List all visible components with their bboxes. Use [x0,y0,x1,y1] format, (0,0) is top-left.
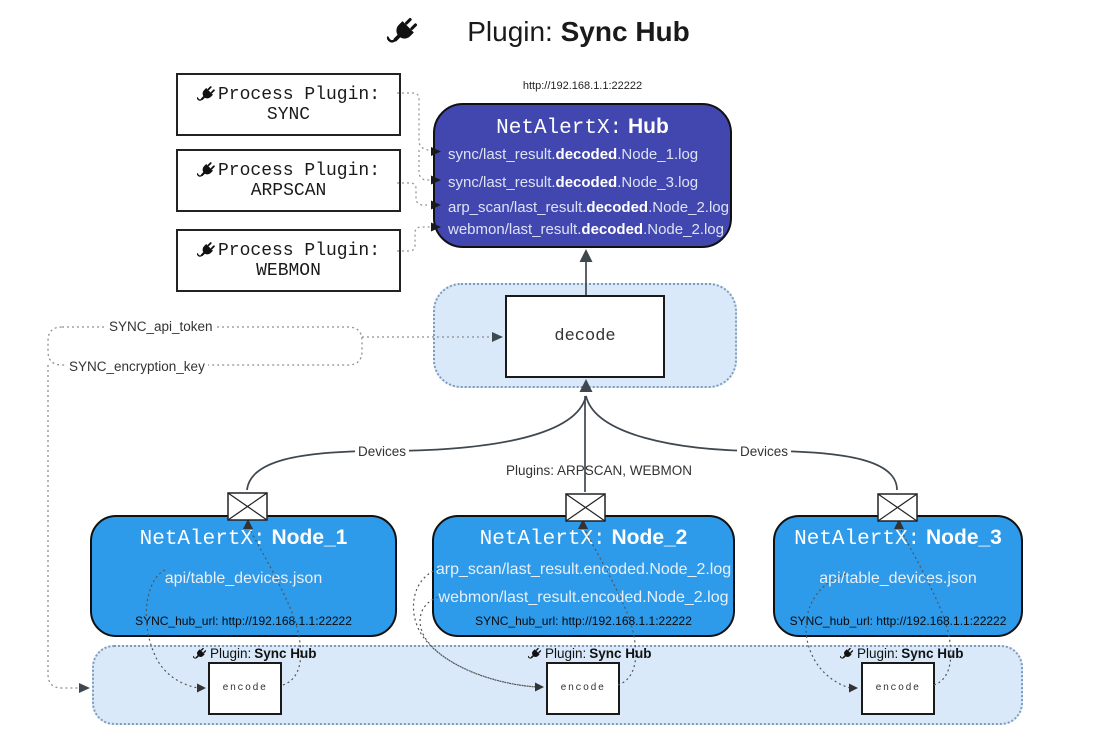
encode-box: encode [546,662,620,715]
plug-icon [840,647,854,661]
node-file: arp_scan/last_result.encoded.Node_2.log [435,561,732,578]
node-file: webmon/last_result.encoded.Node_2.log [438,589,729,606]
process-plugin-heading: Process Plugin: [217,160,381,181]
process-plugin-box-sync: Process Plugin: SYNC [176,73,401,136]
node-1-box: NetAlertX: Node_1 api/table_devices.json… [90,515,397,637]
page-title-label: Plugin: [467,16,553,47]
sync-api-token-label: SYNC_api_token [106,319,216,334]
node-title-prefix: NetAlertX: [479,528,606,551]
hub-log-line: arp_scan/last_result.decoded.Node_2.log [448,199,729,216]
node-file: api/table_devices.json [819,570,977,587]
plug-icon [197,85,216,104]
page-title-name: Sync Hub [560,16,690,47]
process-plugin-name: WEBMON [256,260,321,281]
process-plugin-name: SYNC [266,104,311,125]
node-title-prefix: NetAlertX: [139,528,266,551]
sync-encryption-key-label: SYNC_encryption_key [66,359,208,374]
node-title-prefix: NetAlertX: [794,528,921,551]
node-title-name: Node_1 [271,526,348,549]
band-in-arrowhead [79,683,90,693]
node-3-box: NetAlertX: Node_3 api/table_devices.json… [773,515,1023,637]
process-plugin-heading: Process Plugin: [217,84,381,105]
plug-icon [387,16,419,48]
hub-in-arrowhead [579,249,593,262]
hub-log-line: sync/last_result.decoded.Node_3.log [448,174,699,191]
hub-log-line: webmon/last_result.decoded.Node_2.log [448,221,724,238]
node-title-name: Node_3 [926,526,1002,549]
process-plugin-heading: Process Plugin: [217,240,381,261]
hub-url: http://192.168.1.1:22222 [522,80,643,92]
plug-icon [197,161,216,180]
node-title-name: Node_2 [611,526,688,549]
process-plugin-box-arpscan: Process Plugin: ARPSCAN [176,149,401,212]
decode-box: decode [505,295,665,378]
process-plugin-name: ARPSCAN [250,180,327,201]
plugin-to-hub-connectors [397,92,431,252]
process-plugin-box-webmon: Process Plugin: WEBMON [176,229,401,292]
plug-icon [528,647,542,661]
hub-title-prefix: NetAlertX: [496,117,623,140]
page-title: Plugin: Sync Hub [0,16,1117,48]
node-hub-url: SYNC_hub_url: http://192.168.1.1:22222 [135,614,352,628]
devices-label-left: Devices [355,444,410,459]
plug-icon [197,241,216,260]
hub-box: NetAlertX: Hub sync/last_result.decoded.… [433,103,732,248]
encode-box: encode [208,662,282,715]
hub-log-line: sync/last_result.decoded.Node_1.log [448,146,699,163]
encoder-plugin-label: Plugin:Sync Hub [193,646,317,661]
hub-title-name: Hub [628,115,669,138]
encoder-plugin-label: Plugin:Sync Hub [528,646,652,661]
node-file: api/table_devices.json [164,570,323,587]
node-2-box: NetAlertX: Node_2 arp_scan/last_result.e… [432,515,735,637]
node-hub-url: SYNC_hub_url: http://192.168.1.1:22222 [789,614,1007,628]
plug-icon [193,647,207,661]
encode-box: encode [861,662,935,715]
node-hub-url: SYNC_hub_url: http://192.168.1.1:22222 [475,614,692,628]
devices-label-right: Devices [737,444,792,459]
plugins-label: Plugins: ARPSCAN, WEBMON [506,463,693,478]
encoder-plugin-label: Plugin:Sync Hub [840,646,964,661]
